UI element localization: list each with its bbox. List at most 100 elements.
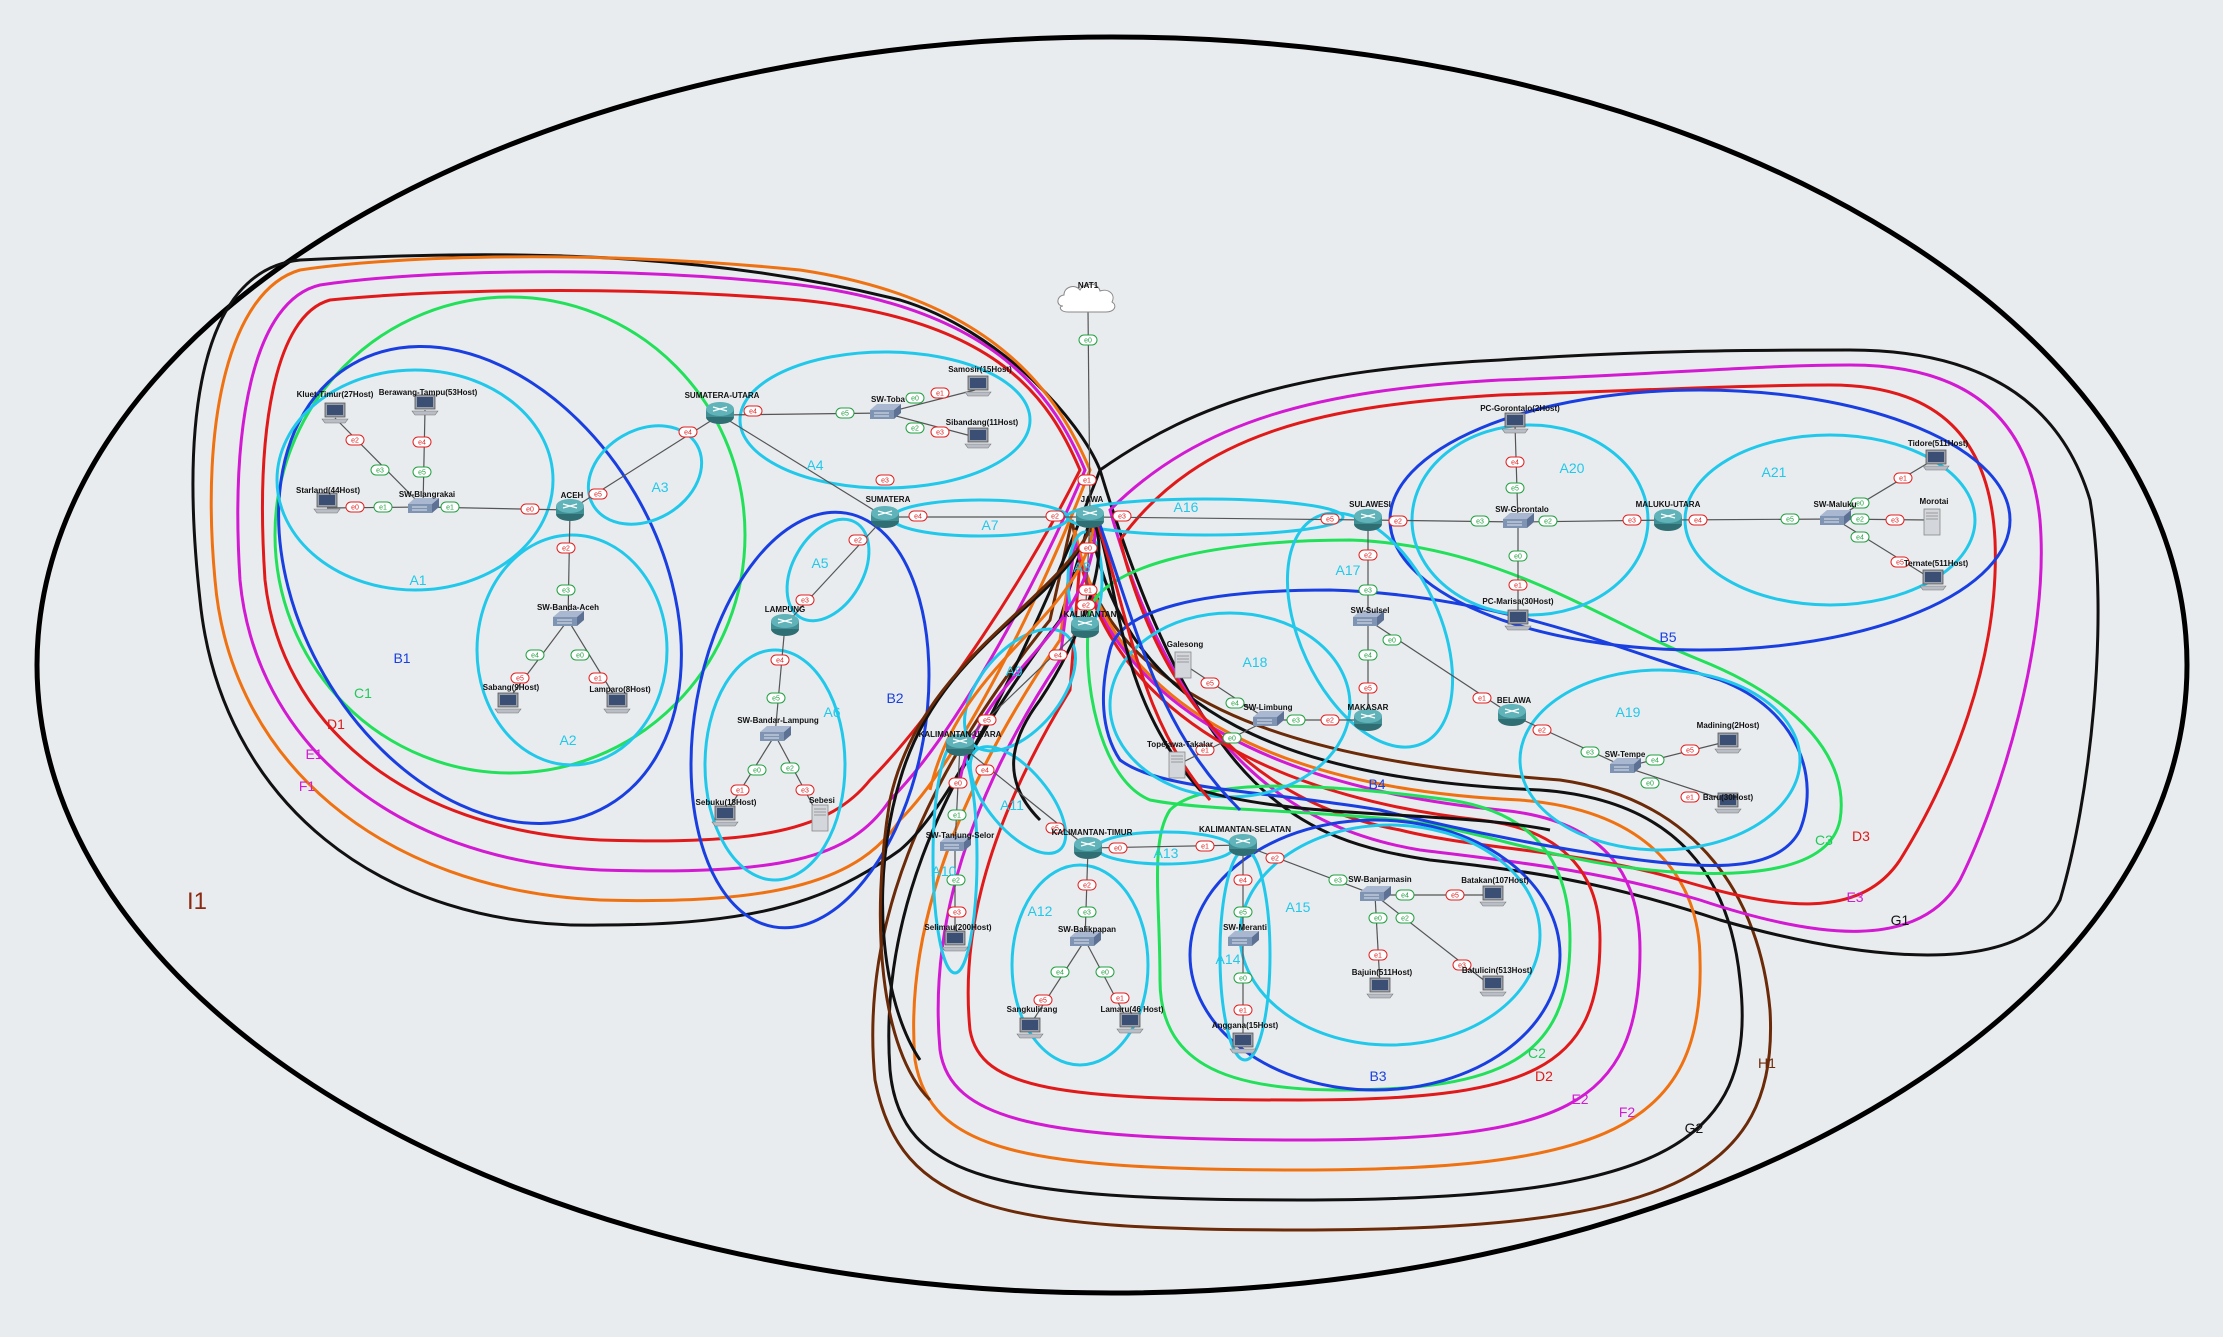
switch-gorontalo-icon[interactable] <box>1502 512 1535 529</box>
router-maluku-utara-icon[interactable] <box>1653 508 1683 532</box>
router-lampung-icon[interactable] <box>770 613 800 637</box>
link-jawa-path-6 <box>1096 524 1212 801</box>
pc-samosir-icon[interactable] <box>964 375 992 397</box>
port-badge-label: e4 <box>776 658 784 665</box>
zone-b3 <box>1188 818 1562 1092</box>
link-kalsel-banjarmasin <box>1242 844 1376 896</box>
port-badge-label: e3 <box>881 478 889 485</box>
switch-toba-icon[interactable] <box>869 403 902 420</box>
label-sumatera-utara: SUMATERA-UTARA <box>685 391 760 400</box>
port-badge <box>1233 972 1253 984</box>
port-badge <box>1077 879 1097 891</box>
switch-tempe-icon[interactable] <box>1609 757 1642 774</box>
pc-batakan-icon[interactable] <box>1479 885 1507 907</box>
server-sebesi-icon[interactable] <box>811 804 829 832</box>
server-morotai-icon[interactable] <box>1923 508 1941 536</box>
pc-batulicin-icon[interactable] <box>1479 975 1507 997</box>
label-sw-limbung: SW-Limbung <box>1243 703 1292 712</box>
port-badge <box>1640 777 1660 789</box>
router-sumatera-utara-icon[interactable] <box>705 401 735 425</box>
pc-sabang-icon[interactable] <box>494 692 522 714</box>
link-belawa-tempe <box>1511 714 1626 768</box>
pc-selimau-icon[interactable] <box>941 930 969 952</box>
port-badge <box>1505 456 1525 468</box>
pc-gorontalo-icon[interactable] <box>1501 412 1529 434</box>
pc-sangkulirang-icon[interactable] <box>1016 1017 1044 1039</box>
switch-maluku-icon[interactable] <box>1819 509 1852 526</box>
switch-banjarmasin-icon[interactable] <box>1359 885 1392 902</box>
port-badge-label: e2 <box>952 878 960 885</box>
pc-bajuin-icon[interactable] <box>1366 977 1394 999</box>
router-aceh-icon[interactable] <box>555 498 585 522</box>
port-badge <box>1472 692 1492 704</box>
router-kalimantan-selatan-icon[interactable] <box>1228 833 1258 857</box>
port-badge <box>1110 992 1130 1004</box>
pc-anggana-icon[interactable] <box>1229 1032 1257 1054</box>
label-srv-sebesi: Sebesi <box>809 796 835 805</box>
port-badge <box>588 672 608 684</box>
port-badge <box>1033 994 1053 1006</box>
switch-blangkakai-icon[interactable] <box>407 497 440 514</box>
port-badge <box>930 426 950 438</box>
pc-tidore-icon[interactable] <box>1922 449 1950 471</box>
pc-lamaru-icon[interactable] <box>1116 1012 1144 1034</box>
switch-banda-aceh-icon[interactable] <box>552 610 585 627</box>
port-badge <box>780 762 800 774</box>
label-pc-lampaseh: Lamparo(8Host) <box>589 685 651 694</box>
port-badge-label: e1 <box>1478 696 1486 703</box>
server-topejawa-icon[interactable] <box>1168 751 1186 779</box>
pc-kluet-icon[interactable] <box>321 402 349 424</box>
router-kalimantan-timur-icon[interactable] <box>1073 836 1103 860</box>
port-badge <box>875 474 895 486</box>
label-sw-tempe: SW-Tempe <box>1605 750 1646 759</box>
server-galesong-icon[interactable] <box>1174 651 1192 679</box>
port-badge <box>1368 949 1388 961</box>
router-kalimantan-icon[interactable] <box>1070 615 1100 639</box>
pc-ternate-icon[interactable] <box>1919 569 1947 591</box>
link-maluku-tidore <box>1834 459 1934 520</box>
label-kalimantan-selatan: KALIMANTAN-SELATAN <box>1199 825 1291 834</box>
zone-label-a1: A1 <box>409 572 426 588</box>
port-badge-label: e3 <box>376 468 384 475</box>
pc-starland-icon[interactable] <box>313 492 341 514</box>
switch-hulu-icon[interactable] <box>1227 930 1260 947</box>
port-badge-label: e3 <box>936 430 944 437</box>
zone-label-b2: B2 <box>886 690 903 706</box>
port-badge-label: e1 <box>1514 583 1522 590</box>
port-badge-label: e5 <box>1039 998 1047 1005</box>
port-badge <box>1452 959 1472 971</box>
zone-label-a18: A18 <box>1243 654 1268 670</box>
router-sulawesi-icon[interactable] <box>1353 508 1383 532</box>
port-badge <box>1645 754 1665 766</box>
pc-lampaseh-icon[interactable] <box>603 692 631 714</box>
port-badge-label: e1 <box>446 505 454 512</box>
link-jawa-path-8 <box>1012 524 1101 822</box>
router-sumatera-icon[interactable] <box>870 505 900 529</box>
router-jawa-icon[interactable] <box>1075 505 1105 529</box>
port-badge-label: e2 <box>351 438 359 445</box>
port-badge <box>1045 822 1065 834</box>
router-makasar-icon[interactable] <box>1353 708 1383 732</box>
pc-marisa-icon[interactable] <box>1504 609 1532 631</box>
pc-sibandang-icon[interactable] <box>964 427 992 449</box>
port-badge-label: e0 <box>753 768 761 775</box>
port-badge-label: e0 <box>1084 338 1092 345</box>
link-sumatera-lampung <box>784 516 886 626</box>
port-badge-label: e3 <box>1586 750 1594 757</box>
router-belawa-icon[interactable] <box>1497 703 1527 727</box>
zone-a12 <box>1010 863 1150 1067</box>
label-nat1: NAT1 <box>1078 281 1099 290</box>
zone-a6 <box>703 648 847 882</box>
pc-sebuku-icon[interactable] <box>711 805 739 827</box>
port-badge-label: e0 <box>1388 638 1396 645</box>
port-badge-label: e4 <box>914 514 922 521</box>
switch-bandar-lampung-icon[interactable] <box>759 725 792 742</box>
port-badge <box>1470 515 1490 527</box>
label-sw-bandar-lampung: SW-Bandar-Lampung <box>737 716 819 725</box>
port-badge <box>1048 649 1068 661</box>
label-sw-balikpapan: SW-Balikpapan <box>1058 925 1116 934</box>
switch-limbung-icon[interactable] <box>1252 710 1285 727</box>
pc-berawang-icon[interactable] <box>411 394 439 416</box>
pc-madining-icon[interactable] <box>1714 732 1742 754</box>
